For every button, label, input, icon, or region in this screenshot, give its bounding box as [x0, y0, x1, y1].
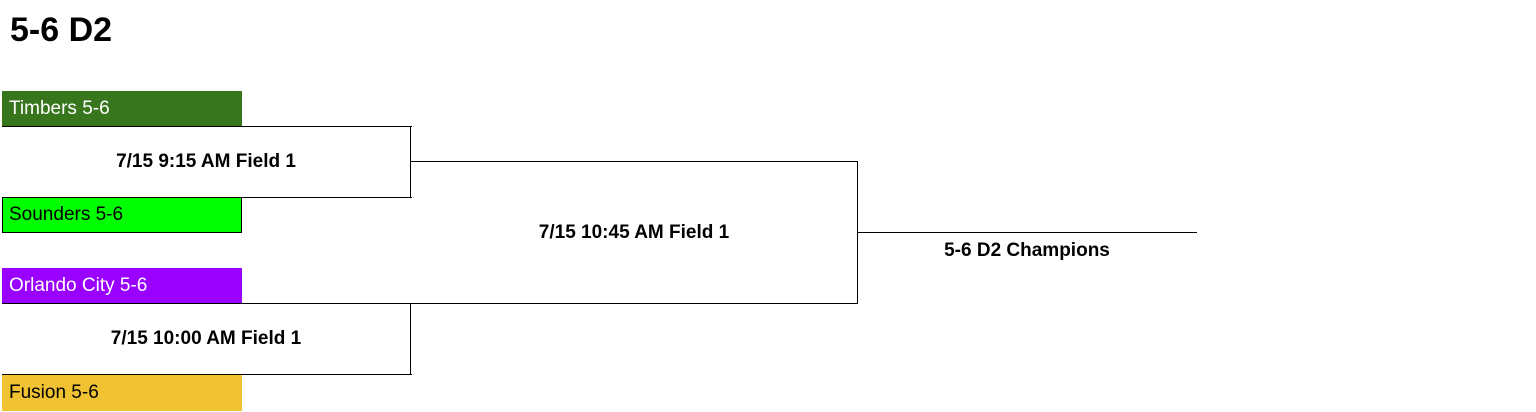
- team-slot-fusion: Fusion 5-6: [2, 375, 242, 411]
- bracket-line-sf1-bottom: [2, 197, 412, 198]
- team-slot-timbers: Timbers 5-6: [2, 91, 242, 127]
- game-label-semifinal-2: 7/15 10:00 AM Field 1: [110, 328, 302, 349]
- bracket-title: 5-6 D2: [10, 11, 113, 49]
- game-label-semifinal-1: 7/15 9:15 AM Field 1: [116, 151, 296, 172]
- bracket-line-sf1-out: [410, 161, 858, 162]
- team-name: Sounders 5-6: [9, 204, 124, 225]
- team-name: Timbers 5-6: [9, 98, 110, 119]
- bracket-line-sf2-vertical: [410, 303, 411, 375]
- bracket-line-sf2-bottom: [2, 374, 412, 375]
- bracket-line-sf1-vertical: [410, 126, 411, 198]
- bracket-line-sf1-top: [2, 126, 412, 127]
- champion-label: 5-6 D2 Champions: [944, 240, 1110, 261]
- bracket-line-champion: [857, 232, 1197, 233]
- team-name: Orlando City 5-6: [9, 275, 148, 296]
- game-label-final: 7/15 10:45 AM Field 1: [538, 222, 730, 243]
- bracket-line-sf2-top: [2, 303, 858, 304]
- team-slot-orlando-city: Orlando City 5-6: [2, 268, 242, 304]
- team-name: Fusion 5-6: [9, 382, 99, 403]
- team-slot-sounders: Sounders 5-6: [2, 197, 242, 233]
